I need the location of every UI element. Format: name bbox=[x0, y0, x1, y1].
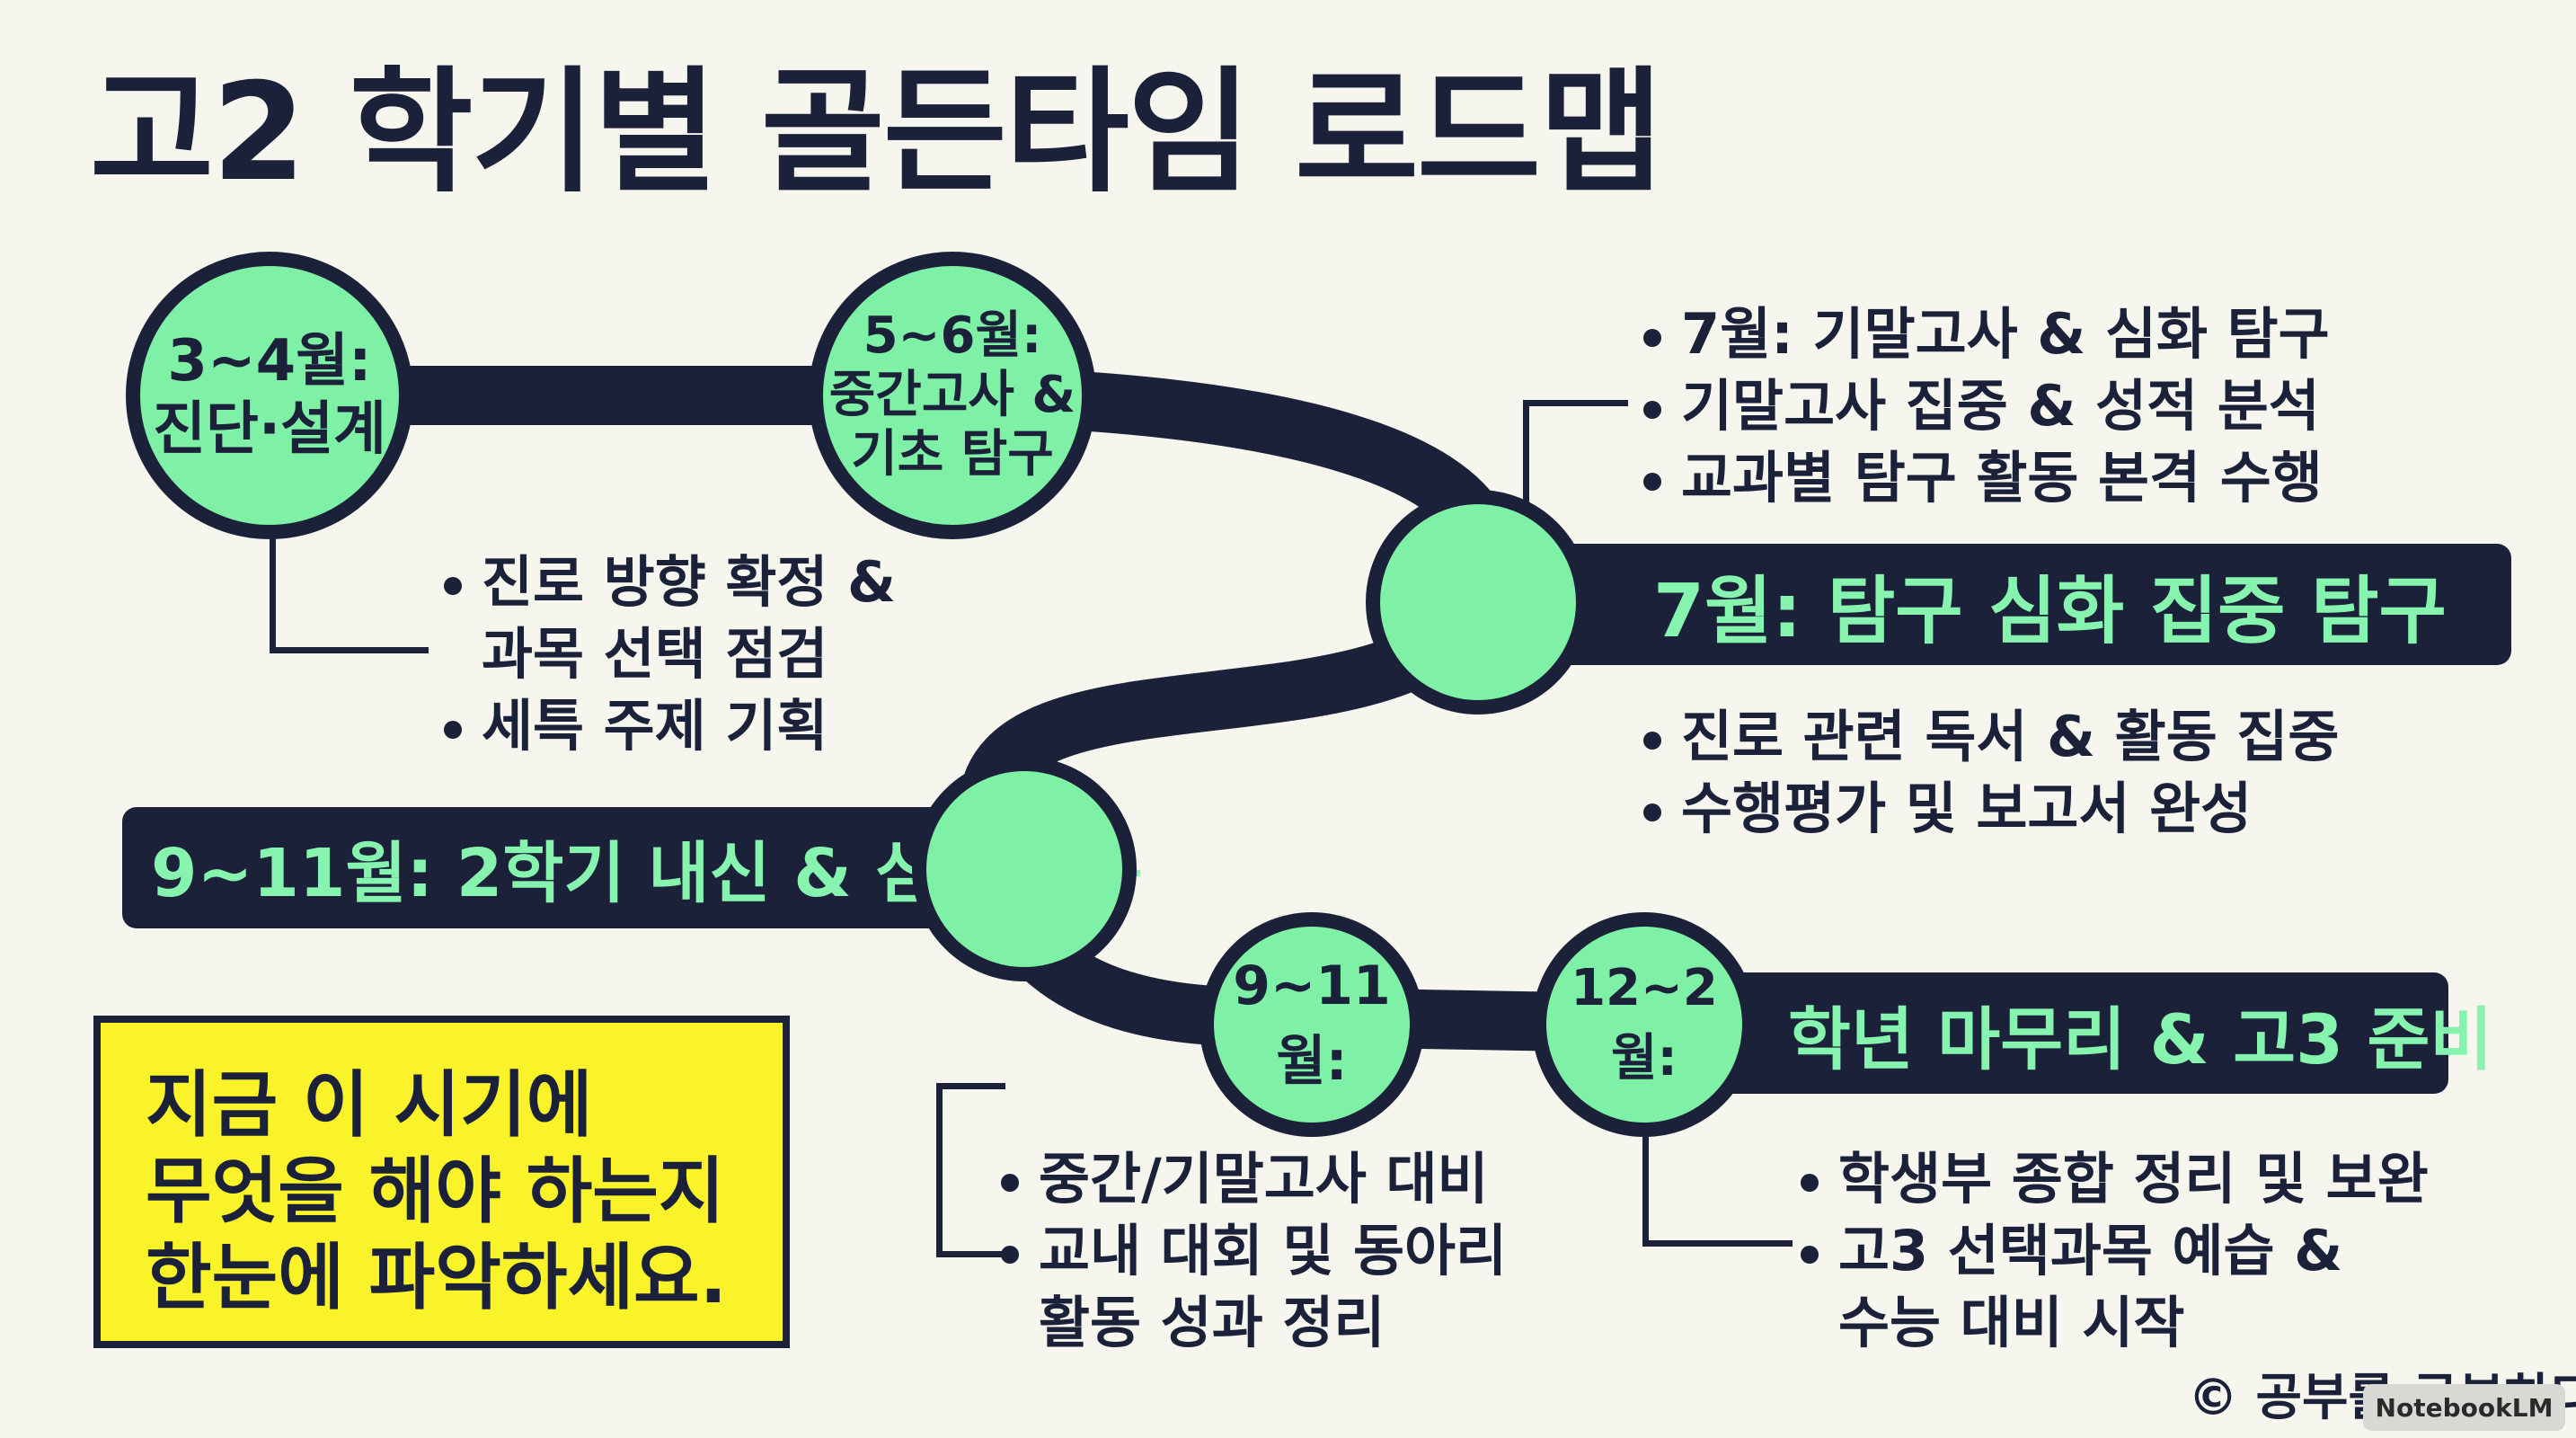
list-item: 수행평가 및 보고서 완성 bbox=[1640, 773, 2339, 845]
list-item: 교과별 탐구 활동 본격 수행 bbox=[1640, 442, 2330, 514]
node-sep-nov-label: 9~11월: bbox=[1233, 954, 1391, 1093]
banner-fall: 9~11월: 2학기 내신 & 심화 활동 bbox=[122, 807, 1143, 928]
list-item: 중간/기말고사 대비 bbox=[997, 1143, 1507, 1215]
callout-line: 무엇을 해야 하는지 bbox=[146, 1150, 725, 1233]
node-sep-nov: 9~11월: bbox=[1199, 912, 1424, 1137]
connector-mar-apr bbox=[270, 530, 429, 653]
node-may-jun-label: 5~6월: 중간고사 & 기초 탐구 bbox=[828, 306, 1076, 484]
node-sep-nov-mid bbox=[912, 757, 1137, 981]
list-item: 진로 방향 확정 & 과목 선택 점검 bbox=[440, 546, 896, 690]
banner-winter-text: 학년 마무리 & 고3 준비 bbox=[1788, 999, 2493, 1079]
banner-july-text: 7월: 탐구 심화 집중 탐구 bbox=[1653, 569, 2447, 654]
callout-line: 한눈에 파악하세요. bbox=[146, 1236, 728, 1319]
banner-winter: 학년 마무리 & 고3 준비 bbox=[1613, 972, 2492, 1094]
bullets-july-bottom: 진로 관련 독서 & 활동 집중 수행평가 및 보고서 완성 bbox=[1640, 701, 2339, 845]
list-item: 기말고사 집중 & 성적 분석 bbox=[1640, 370, 2330, 442]
list-item: 7월: 기말고사 & 심화 탐구 bbox=[1640, 298, 2330, 370]
bullets-dec-feb: 학생부 종합 정리 및 보완 고3 선택과목 예습 & 수능 대비 시작 bbox=[1797, 1143, 2429, 1359]
connector-dec-feb bbox=[1642, 1123, 1793, 1247]
bullets-july-top: 7월: 기말고사 & 심화 탐구 기말고사 집중 & 성적 분석 교과별 탐구 … bbox=[1640, 298, 2330, 514]
list-item: 학생부 종합 정리 및 보완 bbox=[1797, 1143, 2429, 1215]
connector-sep-nov bbox=[936, 1083, 1005, 1257]
callout-line: 지금 이 시기에 bbox=[146, 1063, 593, 1147]
connector-july bbox=[1523, 400, 1628, 514]
list-item: 진로 관련 독서 & 활동 집중 bbox=[1640, 701, 2339, 773]
node-mar-apr: 3~4월: 진단·설계 bbox=[126, 252, 413, 539]
node-may-jun: 5~6월: 중간고사 & 기초 탐구 bbox=[809, 252, 1096, 539]
callout-box: 지금 이 시기에 무엇을 해야 하는지 한눈에 파악하세요. bbox=[93, 1016, 790, 1348]
banner-july: 7월: 탐구 심화 집중 탐구 bbox=[1518, 544, 2511, 665]
list-item: 교내 대회 및 동아리 활동 성과 정리 bbox=[997, 1215, 1507, 1359]
node-jul bbox=[1366, 490, 1590, 715]
node-dec-feb: 12~2월: bbox=[1532, 912, 1757, 1137]
node-mar-apr-label: 3~4월: 진단·설계 bbox=[153, 328, 386, 463]
page-title: 고2 학기별 골든타임 로드맵 bbox=[90, 55, 1663, 211]
notebooklm-watermark: NotebookLM bbox=[2363, 1384, 2565, 1431]
list-item: 세특 주제 기획 bbox=[440, 690, 896, 762]
bullets-sep-nov: 중간/기말고사 대비 교내 대회 및 동아리 활동 성과 정리 bbox=[997, 1143, 1507, 1359]
node-dec-feb-label: 12~2월: bbox=[1571, 959, 1718, 1087]
list-item: 고3 선택과목 예습 & 수능 대비 시작 bbox=[1797, 1215, 2429, 1359]
bullets-mar-apr: 진로 방향 확정 & 과목 선택 점검 세특 주제 기획 bbox=[440, 546, 896, 762]
